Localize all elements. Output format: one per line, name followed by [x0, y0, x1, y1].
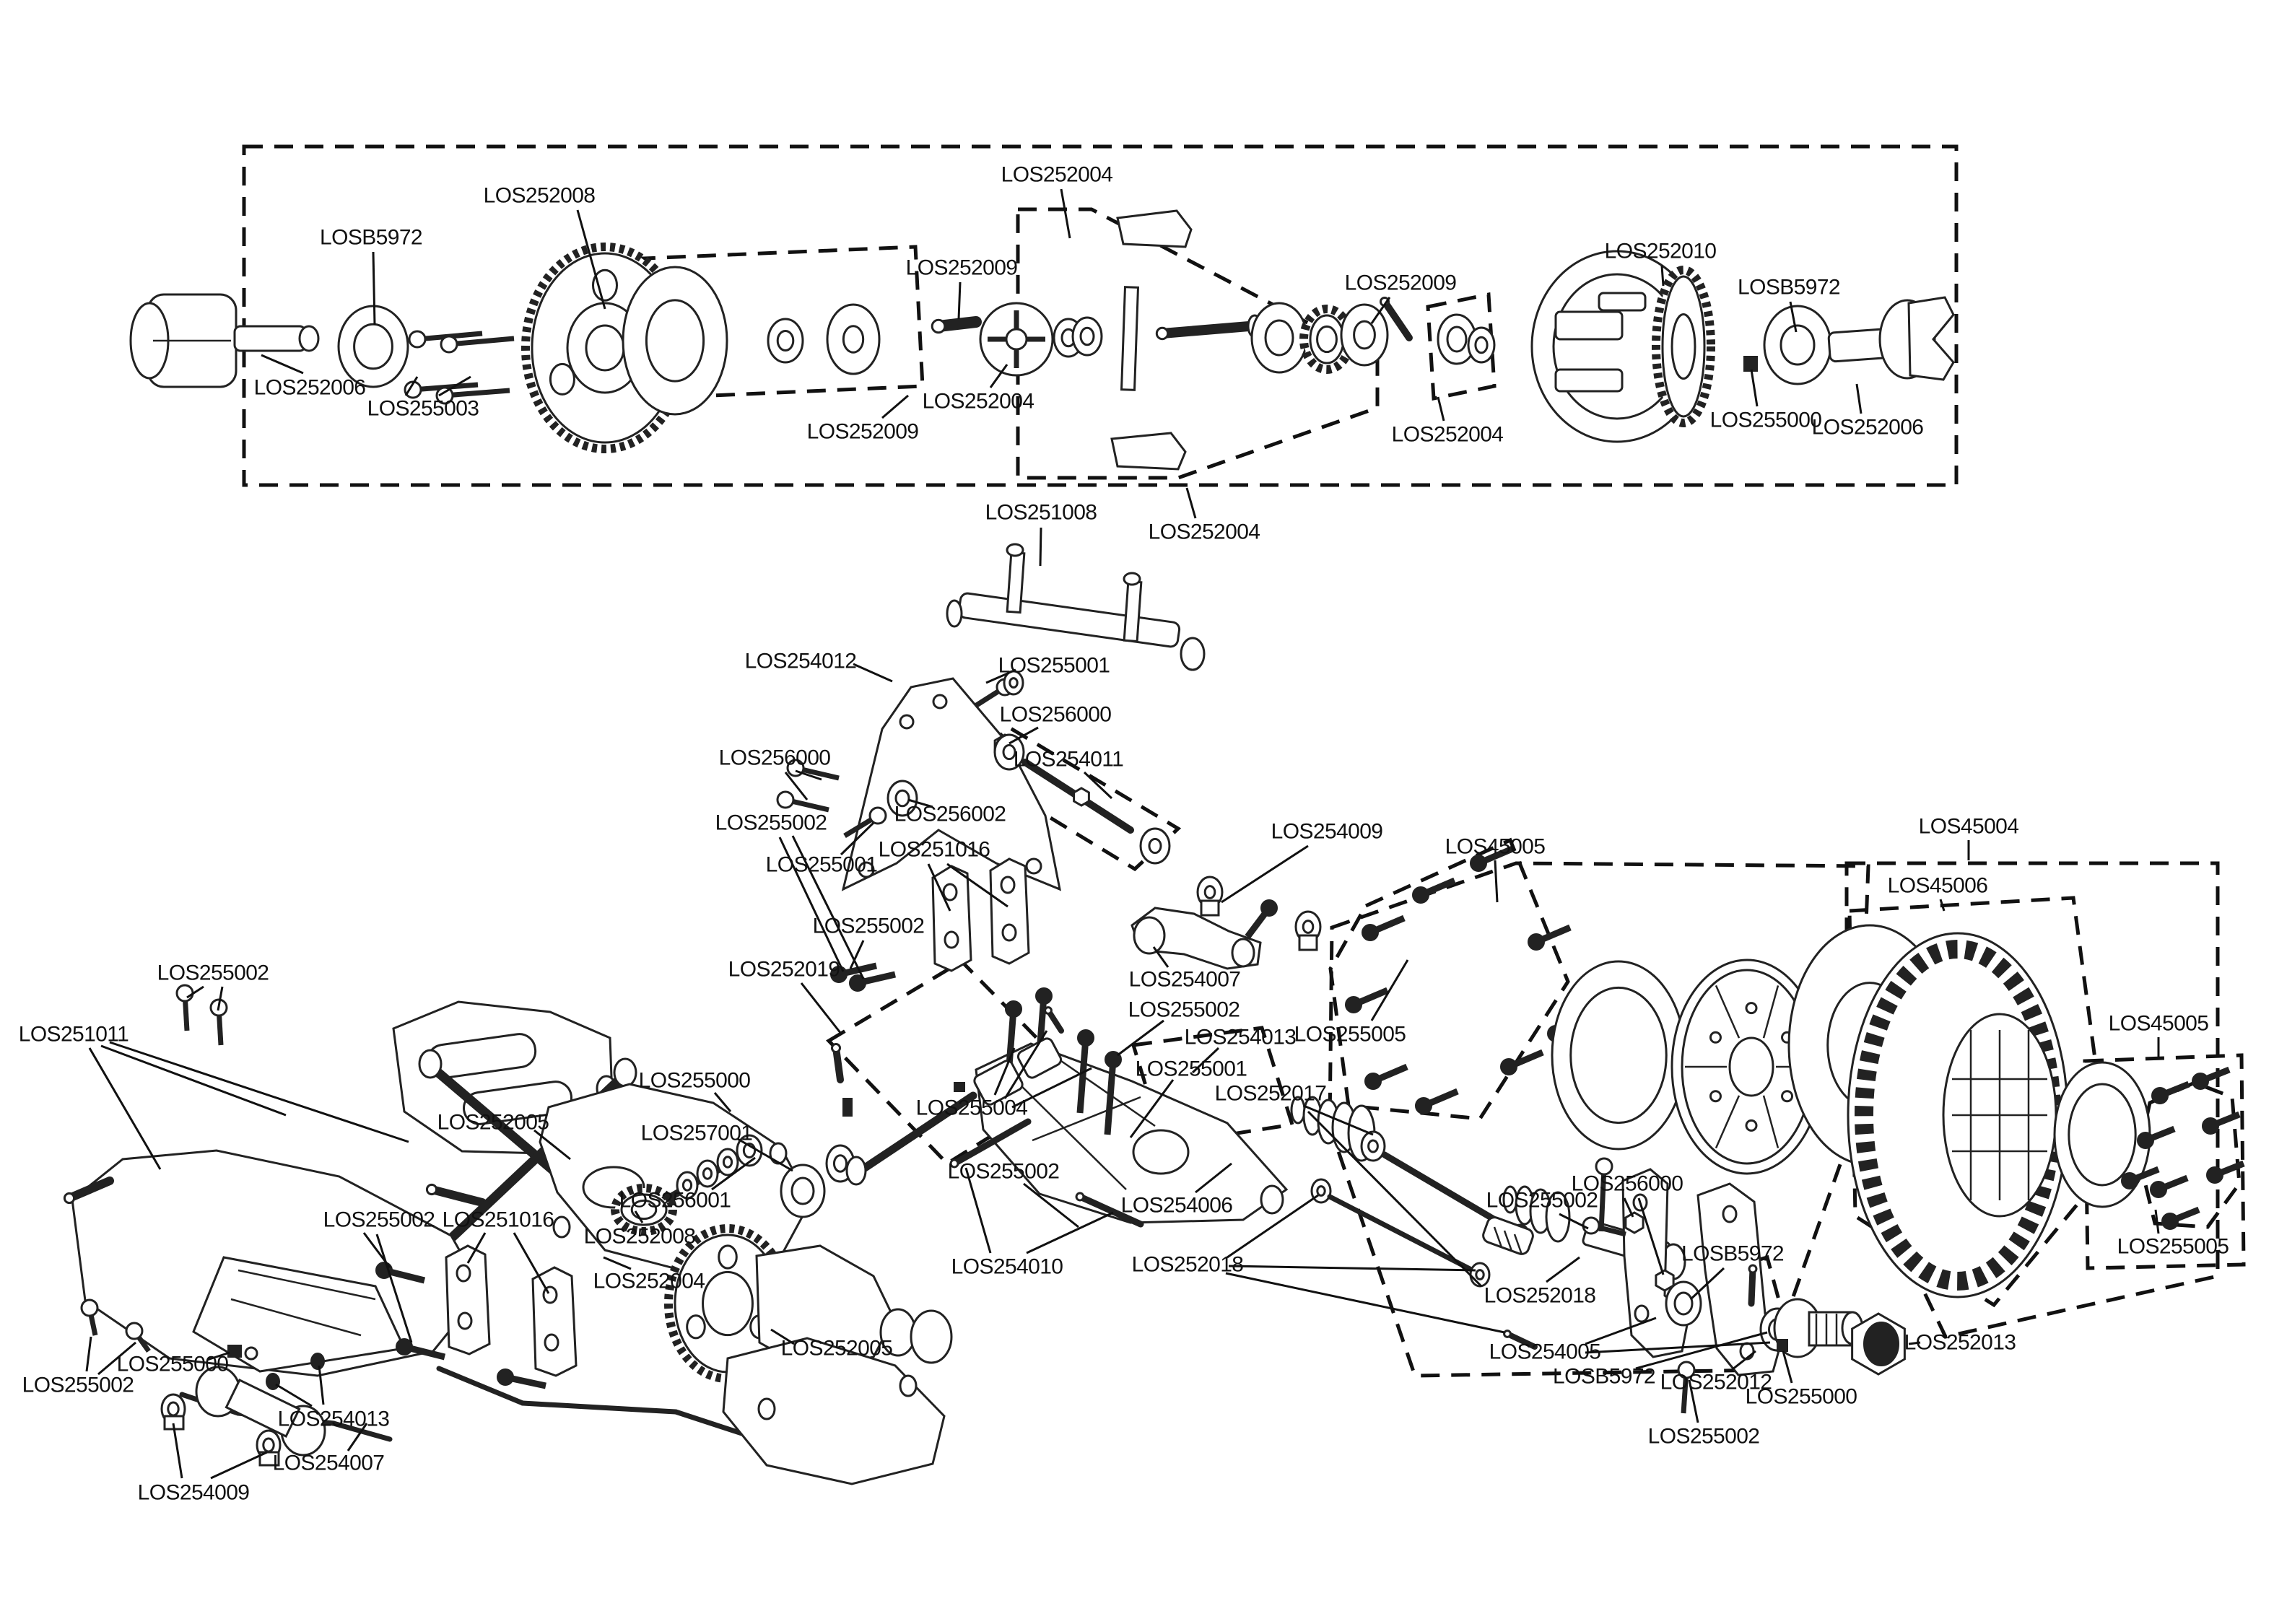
part-label-LOS254007: LOS254007: [272, 1451, 385, 1475]
wheel-screws-left-box: [1328, 837, 1570, 1121]
part-label-LOS252008: LOS252008: [483, 183, 596, 208]
part-label-LOS252004: LOS252004: [1391, 422, 1504, 447]
diff-internals-box: [1016, 207, 1380, 480]
part-label-LOS255002: LOS255002: [1486, 1188, 1598, 1213]
part-label-LOS254012: LOS254012: [744, 649, 857, 673]
part-label-LOS255005: LOS255005: [2117, 1234, 2229, 1259]
part-label-LOS45005: LOS45005: [2108, 1011, 2209, 1036]
part-label-LOS252012: LOS252012: [1660, 1370, 1772, 1394]
part-label-LOS252004: LOS252004: [1001, 162, 1113, 187]
part-label-LOS252005: LOS252005: [780, 1336, 893, 1361]
part-label-LOS254013: LOS254013: [277, 1407, 390, 1431]
part-label-LOS252009: LOS252009: [905, 256, 1018, 280]
part-label-LOS252009: LOS252009: [806, 419, 919, 444]
leader-lines: [85, 188, 2160, 1480]
part-label-LOS255002: LOS255002: [947, 1159, 1060, 1184]
part-label-LOS45004: LOS45004: [1918, 814, 2019, 839]
part-label-LOS254005: LOS254005: [1489, 1340, 1601, 1364]
part-label-LOS255002: LOS255002: [157, 961, 269, 985]
part-label-LOS257001: LOS257001: [640, 1121, 753, 1145]
part-label-LOS254009: LOS254009: [137, 1480, 250, 1505]
part-label-LOS255002: LOS255002: [812, 914, 925, 938]
part-label-LOS256001: LOS256001: [619, 1188, 731, 1213]
part-label-LOS255002: LOS255002: [1647, 1424, 1760, 1449]
part-label-LOS251016: LOS251016: [878, 837, 990, 862]
driveshaft-box: [826, 959, 1082, 1166]
part-label-LOS255000: LOS255000: [1709, 408, 1822, 432]
part-label-LOS255001: LOS255001: [998, 653, 1110, 678]
part-label-LOS45005: LOS45005: [1445, 834, 1546, 859]
part-label-LOS255000: LOS255000: [638, 1068, 751, 1093]
part-label-LOS256000: LOS256000: [1571, 1171, 1683, 1196]
part-label-LOS254013: LOS254013: [1184, 1025, 1297, 1049]
part-label-LOS255000: LOS255000: [116, 1352, 229, 1376]
part-label-LOS255004: LOS255004: [915, 1096, 1028, 1120]
wheel-left-box: [1328, 861, 1870, 1378]
part-label-LOS252010: LOS252010: [1604, 239, 1717, 263]
part-label-LOS252004: LOS252004: [1148, 520, 1260, 544]
part-label-LOS256000: LOS256000: [718, 746, 831, 770]
part-label-LOS255002: LOS255002: [323, 1208, 435, 1232]
part-label-LOS252005: LOS252005: [437, 1110, 549, 1135]
part-label-LOS256000: LOS256000: [999, 702, 1112, 727]
part-label-LOS254011: LOS254011: [1013, 747, 1124, 772]
part-label-LOSB5972: LOSB5972: [1681, 1241, 1785, 1266]
part-label-LOS252018: LOS252018: [1484, 1283, 1596, 1308]
part-label-LOS252017: LOS252017: [1214, 1081, 1327, 1106]
part-label-LOS256002: LOS256002: [894, 802, 1006, 826]
part-label-LOS255001: LOS255001: [765, 852, 878, 877]
part-label-LOS45006: LOS45006: [1887, 873, 1988, 898]
part-label-LOS255005: LOS255005: [1294, 1022, 1406, 1047]
part-label-LOS254009: LOS254009: [1271, 819, 1383, 844]
part-label-LOSB5972: LOSB5972: [1738, 275, 1841, 300]
part-label-LOSB5972: LOSB5972: [1553, 1364, 1656, 1389]
part-label-LOS254007: LOS254007: [1128, 967, 1241, 992]
part-label-LOS251008: LOS251008: [985, 500, 1097, 525]
part-label-LOS255003: LOS255003: [367, 396, 479, 421]
part-label-LOS252004: LOS252004: [593, 1269, 705, 1293]
part-label-LOS255002: LOS255002: [1128, 997, 1240, 1022]
part-label-LOS252009: LOS252009: [1344, 271, 1457, 295]
part-label-LOS255002: LOS255002: [22, 1373, 134, 1397]
part-label-LOS252013: LOS252013: [1904, 1330, 2016, 1355]
part-label-LOS252004: LOS252004: [922, 389, 1034, 414]
part-label-LOS251016: LOS251016: [442, 1208, 554, 1232]
part-drawings: [63, 209, 2245, 1485]
part-label-LOS252006: LOS252006: [1811, 415, 1924, 440]
part-label-LOS255001: LOS255001: [1135, 1057, 1247, 1081]
part-label-LOS254010: LOS254010: [951, 1254, 1063, 1279]
shim-set-box: [1426, 292, 1497, 401]
part-label-LOS251011: LOS251011: [18, 1022, 129, 1047]
part-label-LOS252018: LOS252018: [1131, 1252, 1244, 1277]
part-label-LOS252008: LOS252008: [583, 1224, 696, 1249]
part-label-LOS255000: LOS255000: [1745, 1384, 1857, 1409]
part-label-LOS254006: LOS254006: [1120, 1193, 1233, 1218]
part-label-LOS255002: LOS255002: [715, 811, 827, 835]
part-label-LOSB5972: LOSB5972: [320, 225, 423, 250]
part-label-LOS252019: LOS252019: [728, 957, 840, 982]
part-label-LOS252006: LOS252006: [253, 375, 366, 400]
